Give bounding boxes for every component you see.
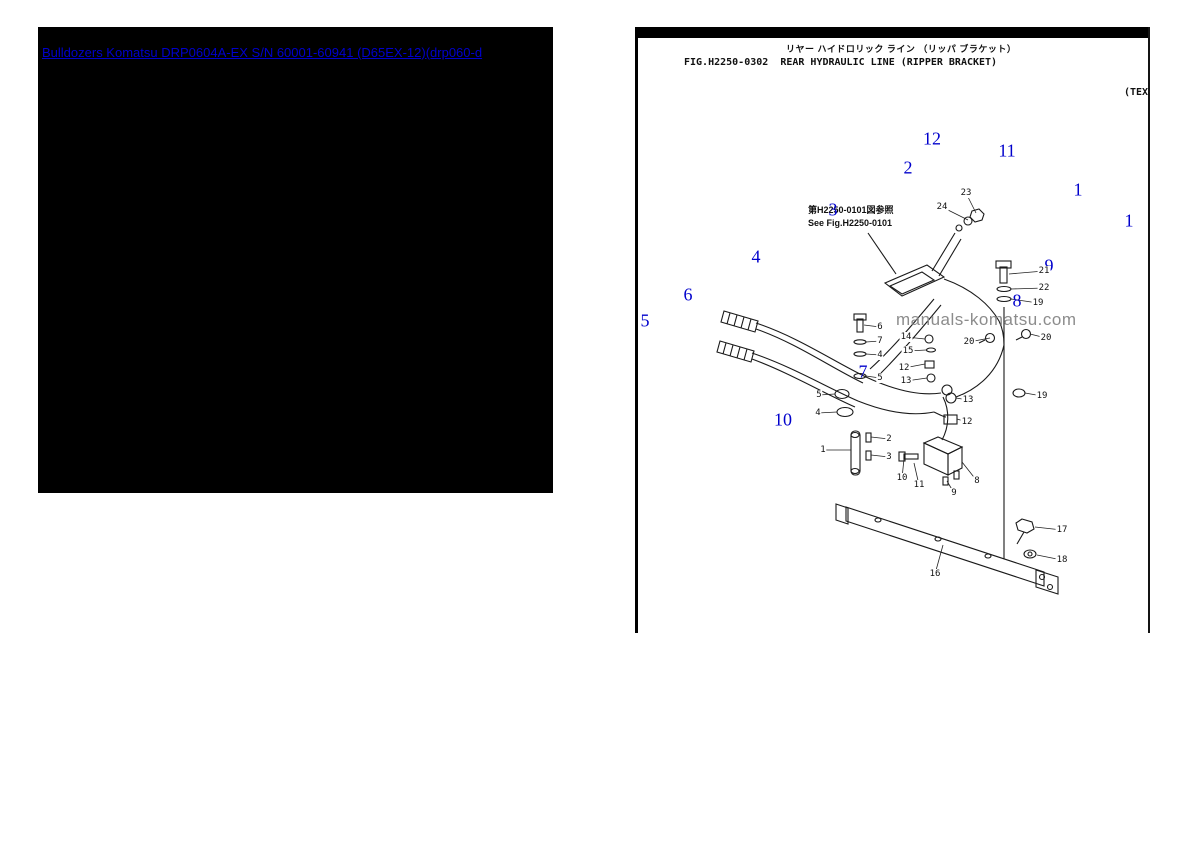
fitting-column xyxy=(924,334,958,441)
diagram-panel: リヤー ハイドロリック ライン （リッパ ブラケット） FIG.H2250-03… xyxy=(635,27,1150,633)
bolt-and-washers xyxy=(995,260,1012,303)
callout-number-19: 19 xyxy=(1031,298,1045,308)
reference-note: 第H2250-0101図参照 See Fig.H2250-0101 xyxy=(808,204,894,230)
callout-number-17: 17 xyxy=(1055,525,1069,535)
callout-number-22: 22 xyxy=(1037,283,1051,293)
part-ref-link-10[interactable]: 10 xyxy=(774,409,792,430)
part-ref-link-11[interactable]: 11 xyxy=(998,140,1016,161)
callout-number-12: 12 xyxy=(897,363,911,373)
callout-number-20: 20 xyxy=(962,337,976,347)
part-ref-link-6[interactable]: 6 xyxy=(683,284,693,305)
top-fitting-group xyxy=(955,208,985,232)
watermark: manuals-komatsu.com xyxy=(896,310,1077,329)
part-ref-link-9[interactable]: 9 xyxy=(1045,256,1054,277)
callout-number-9: 9 xyxy=(950,488,958,498)
part-ref-link-4[interactable]: 4 xyxy=(751,246,761,267)
callout-overlay: 1211211349658710232421221920206745141512… xyxy=(638,27,1148,633)
callout-number-4: 4 xyxy=(876,350,884,360)
callout-number-7: 7 xyxy=(876,336,884,346)
part-ref-link-8[interactable]: 8 xyxy=(1012,290,1022,311)
callout-number-2: 2 xyxy=(885,434,893,444)
callout-number-8: 8 xyxy=(973,476,981,486)
see-fig-leader xyxy=(867,232,897,275)
callout-number-3: 3 xyxy=(885,452,893,462)
ripper-bracket-bar xyxy=(835,503,1059,595)
model-link[interactable]: Bulldozers Komatsu DRP0604A-EX S/N 60001… xyxy=(42,45,483,60)
callout-number-16: 16 xyxy=(928,569,942,579)
hose-assembly xyxy=(716,298,947,418)
callout-number-19: 19 xyxy=(1035,391,1049,401)
part-ref-link-1[interactable]: 1 xyxy=(1073,179,1083,200)
figure-title-jp: リヤー ハイドロリック ライン （リッパ ブラケット） xyxy=(786,44,1017,54)
callout-number-13: 13 xyxy=(961,395,975,405)
callout-number-11: 11 xyxy=(912,480,926,490)
reference-note-en: See Fig.H2250-0101 xyxy=(808,218,893,228)
part-ref-link-7[interactable]: 7 xyxy=(858,361,868,382)
callout-number-24: 24 xyxy=(935,202,949,212)
part-ref-link-5[interactable]: 5 xyxy=(640,310,650,331)
callout-number-13: 13 xyxy=(899,376,913,386)
bolt-17-nut-18 xyxy=(1015,518,1037,559)
mount-bracket-left xyxy=(850,430,872,476)
callout-number-15: 15 xyxy=(901,346,915,356)
callout-number-5: 5 xyxy=(876,373,884,383)
callout-number-1: 1 xyxy=(819,445,827,455)
part-ref-link-1[interactable]: 1 xyxy=(1124,210,1134,231)
callout-number-10: 10 xyxy=(895,473,909,483)
callout-number-20: 20 xyxy=(1039,333,1053,343)
callout-number-12: 12 xyxy=(960,417,974,427)
figure-title-en: FIG.H2250-0302 REAR HYDRAULIC LINE (RIPP… xyxy=(684,57,998,68)
reference-note-jp: 第H2250-0101図参照 xyxy=(808,205,894,215)
callout-number-23: 23 xyxy=(959,188,973,198)
callout-number-18: 18 xyxy=(1055,555,1069,565)
callout-number-21: 21 xyxy=(1037,266,1051,276)
callout-number-14: 14 xyxy=(899,332,913,342)
callout-number-5: 5 xyxy=(815,390,823,400)
callout-number-6: 6 xyxy=(876,322,884,332)
left-black-panel: Bulldozers Komatsu DRP0604A-EX S/N 60001… xyxy=(38,27,553,493)
part-ref-link-2[interactable]: 2 xyxy=(903,157,913,178)
mount-bracket-box xyxy=(898,436,964,486)
part-ref-link-3[interactable]: 3 xyxy=(828,199,838,220)
scan-top-bar xyxy=(638,27,1148,38)
corner-note: (TEX xyxy=(1124,87,1149,98)
callout-number-4: 4 xyxy=(814,408,822,418)
part-ref-link-12[interactable]: 12 xyxy=(923,128,941,149)
